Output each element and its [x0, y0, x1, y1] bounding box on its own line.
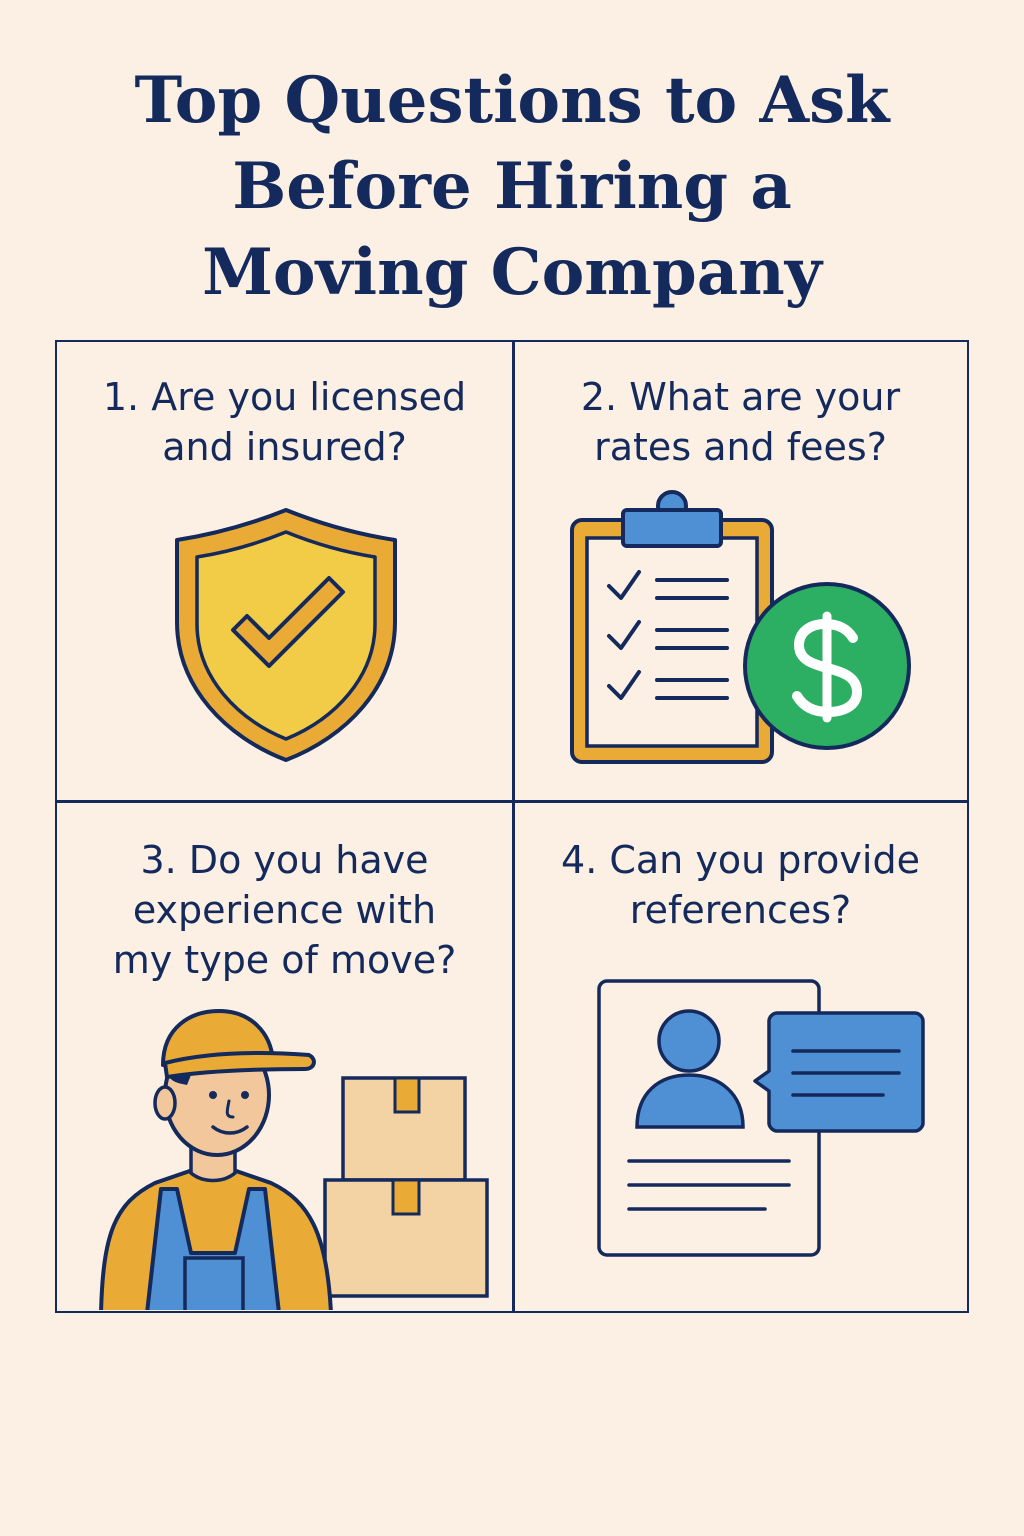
shield-check-icon: [175, 508, 397, 762]
dollar-sign-icon: [792, 611, 863, 723]
cardboard-boxes-icon: [323, 1076, 489, 1298]
question-4-text: 4. Can you provide references?: [561, 838, 920, 932]
question-card-references: 4. Can you provide references?: [515, 803, 966, 1310]
question-3-text: 3. Do you have experience with my type o…: [112, 838, 457, 982]
questions-grid: 1. Are you licensed and insured? 2. What…: [55, 340, 969, 1313]
question-2-text: 2. What are your rates and fees?: [580, 375, 901, 469]
person-icon: [635, 1009, 745, 1129]
title-line-1: Top Questions to Ask: [134, 63, 890, 138]
question-card-licensed: 1. Are you licensed and insured?: [57, 342, 512, 800]
page-title: Top Questions to Ask Before Hiring a Mov…: [0, 58, 1024, 316]
speech-bubble-icon: [753, 1011, 925, 1133]
clipboard-dollar-icon: [570, 490, 911, 764]
grid-divider-horizontal: [57, 800, 967, 803]
profile-speech-bubble-icon: [597, 979, 925, 1257]
question-card-experience: 3. Do you have experience with my type o…: [57, 803, 512, 1310]
grid-divider-vertical: [512, 342, 515, 1311]
question-1-text: 1. Are you licensed and insured?: [102, 375, 467, 469]
title-line-3: Moving Company: [202, 235, 822, 310]
mover-with-boxes-icon: [99, 1009, 489, 1310]
title-line-2: Before Hiring a: [232, 149, 792, 224]
question-card-rates: 2. What are your rates and fees?: [515, 342, 966, 800]
